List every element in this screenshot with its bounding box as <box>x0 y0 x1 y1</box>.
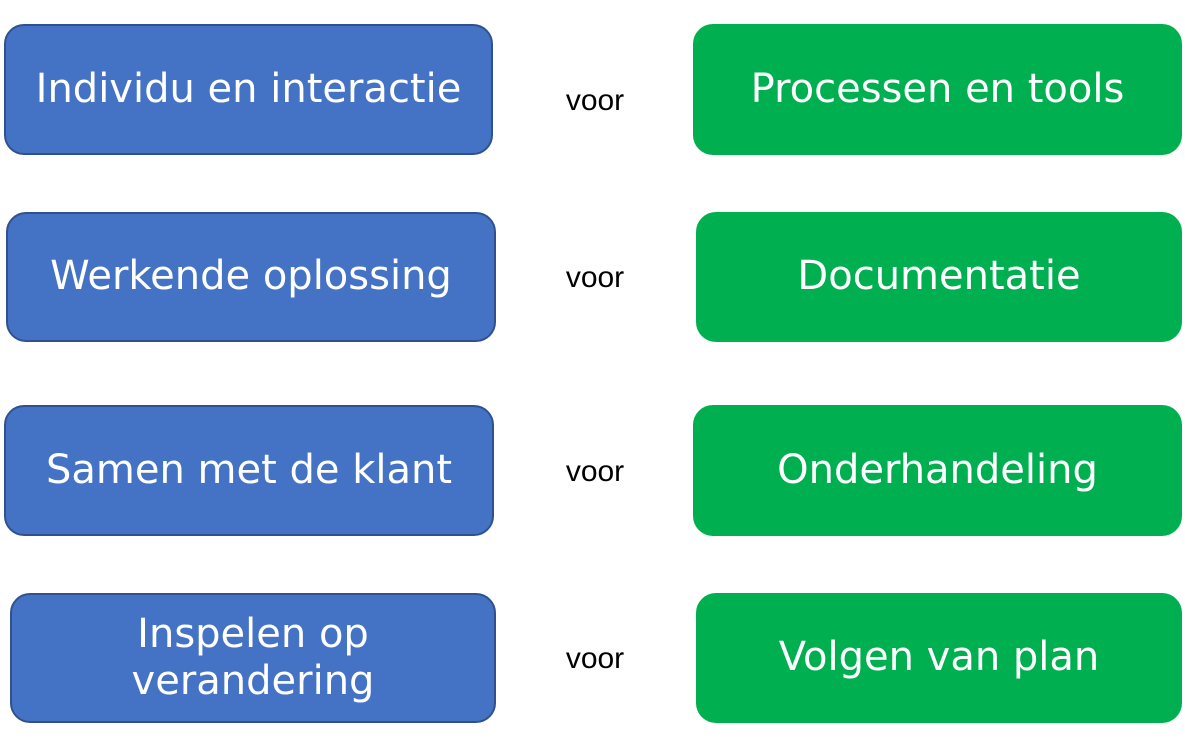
value-right-label-2: Documentatie <box>797 253 1081 300</box>
value-right-label-4: Volgen van plan <box>778 634 1100 681</box>
connector-label-4: voor <box>565 642 625 675</box>
value-right-label-1: Processen en tools <box>750 65 1125 112</box>
value-right-label-3: Onderhandeling <box>777 446 1098 493</box>
value-left-box-1: Individu en interactie <box>4 24 493 155</box>
value-left-box-4: Inspelen op verandering <box>10 593 496 723</box>
connector-label-1: voor <box>565 84 625 117</box>
value-right-box-1: Processen en tools <box>693 24 1182 155</box>
connector-label-2: voor <box>565 261 625 294</box>
value-right-box-3: Onderhandeling <box>693 405 1182 536</box>
value-left-box-3: Samen met de klant <box>4 405 494 536</box>
connector-label-3: voor <box>565 455 625 488</box>
value-right-box-2: Documentatie <box>696 212 1182 342</box>
value-left-label-4: Inspelen op verandering <box>131 610 375 704</box>
value-left-label-1: Individu en interactie <box>35 65 462 112</box>
value-left-label-2: Werkende oplossing <box>50 253 452 300</box>
value-left-box-2: Werkende oplossing <box>6 212 496 342</box>
value-left-label-3: Samen met de klant <box>45 446 453 493</box>
value-right-box-4: Volgen van plan <box>696 593 1182 723</box>
